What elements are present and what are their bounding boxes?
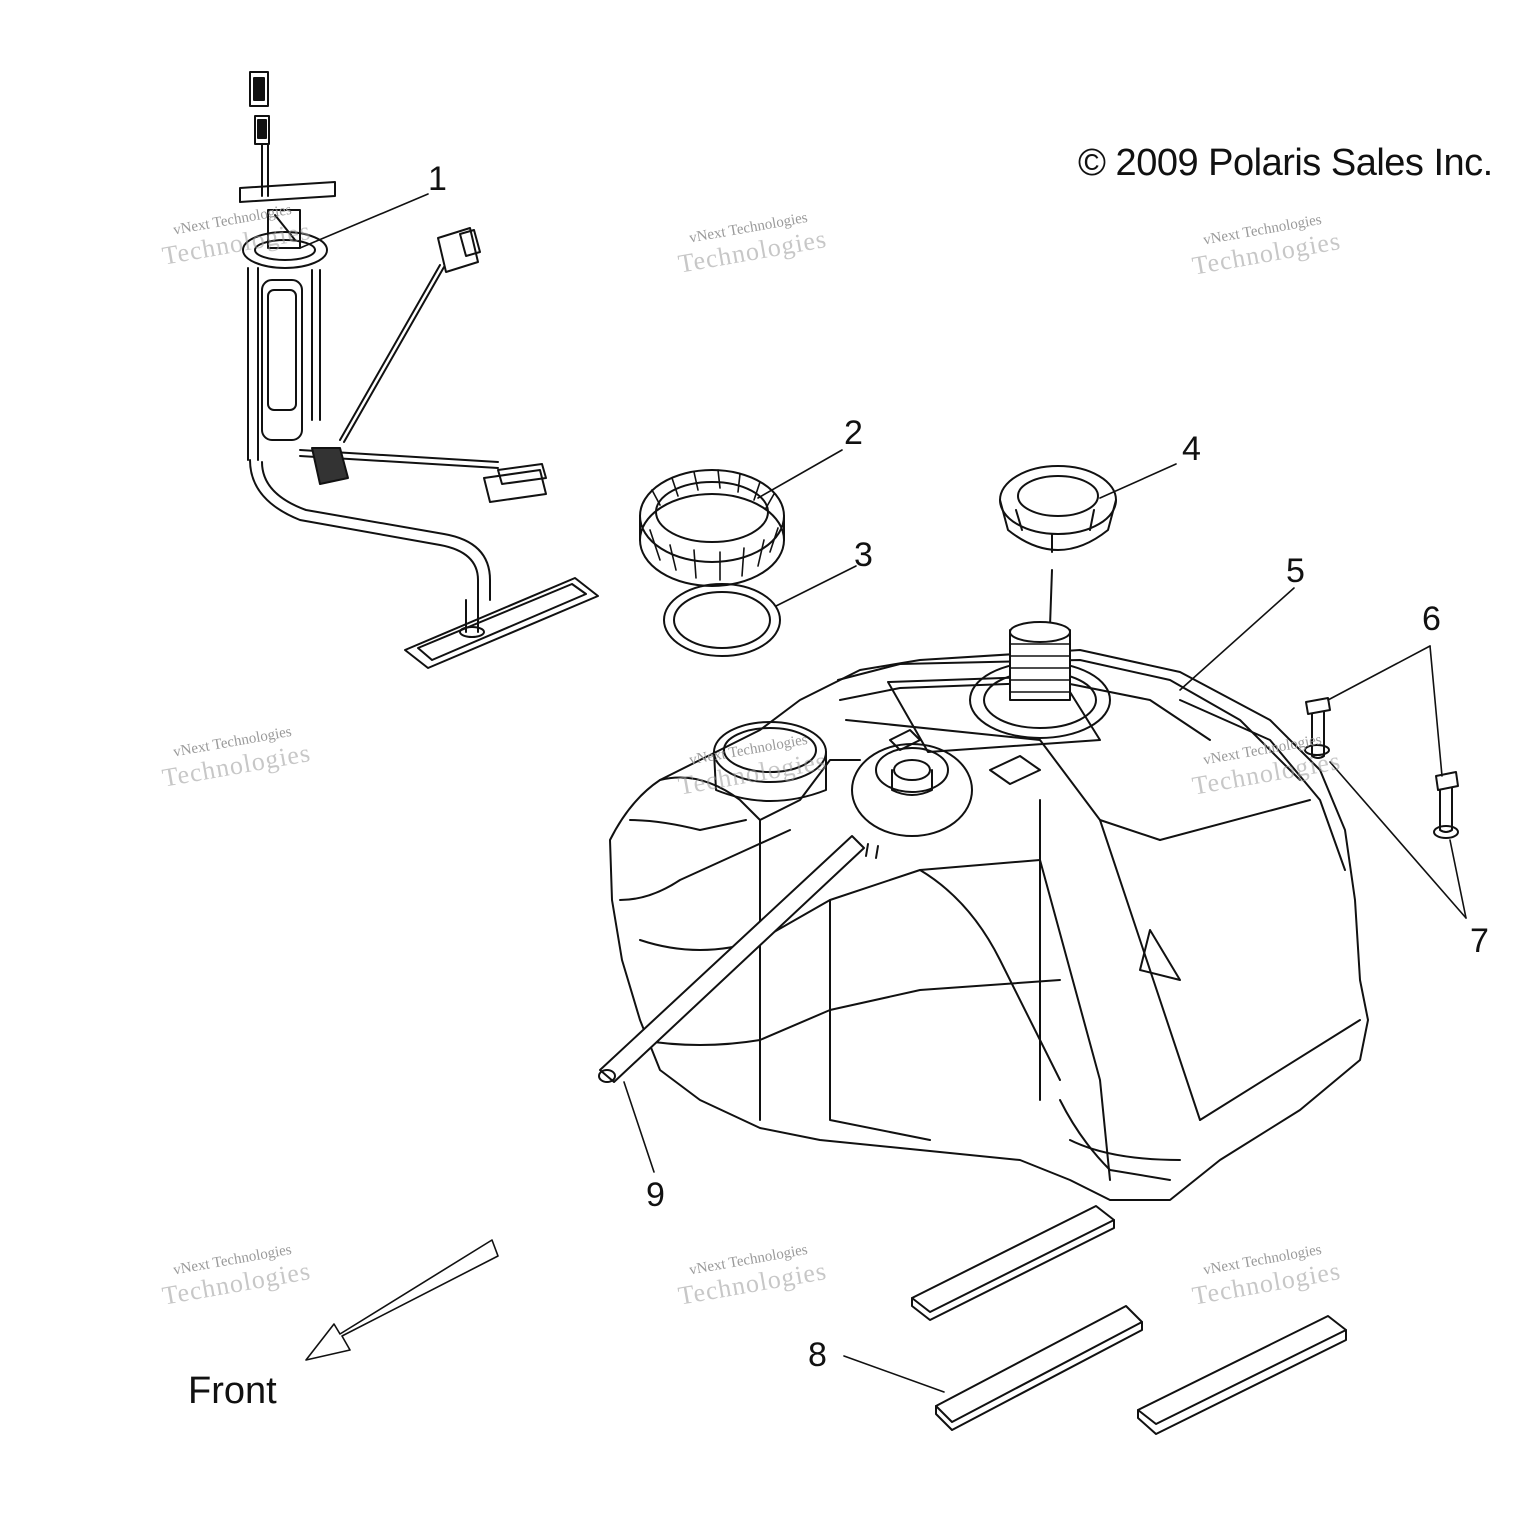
bolt-lower xyxy=(1435,771,1459,833)
callout-4: 4 xyxy=(1182,430,1201,468)
fuel-pump-assembly xyxy=(239,71,599,669)
leader-lines xyxy=(299,193,1467,1393)
washer-upper xyxy=(1304,744,1330,756)
pump-gasket xyxy=(663,583,781,657)
fuel-tank xyxy=(609,621,1369,1201)
copyright-notice: © 2009 Polaris Sales Inc. xyxy=(1078,142,1493,184)
front-direction-arrow xyxy=(305,1239,499,1361)
callout-7: 7 xyxy=(1470,922,1489,960)
bolt-upper xyxy=(1305,697,1331,759)
foam-pad-right xyxy=(1137,1315,1347,1435)
callout-9: 9 xyxy=(646,1176,665,1214)
front-label: Front xyxy=(188,1370,277,1412)
callout-6: 6 xyxy=(1422,600,1441,638)
lock-ring xyxy=(639,469,785,587)
fuel-cap xyxy=(999,465,1117,627)
callout-3: 3 xyxy=(854,536,873,574)
callout-1: 1 xyxy=(428,160,447,198)
foam-pad-top xyxy=(911,1205,1115,1321)
vent-hose xyxy=(598,835,865,1083)
foam-pad-middle xyxy=(935,1305,1143,1431)
callout-8: 8 xyxy=(808,1336,827,1374)
callout-2: 2 xyxy=(844,414,863,452)
callout-5: 5 xyxy=(1286,552,1305,590)
washer-lower xyxy=(1433,825,1459,839)
